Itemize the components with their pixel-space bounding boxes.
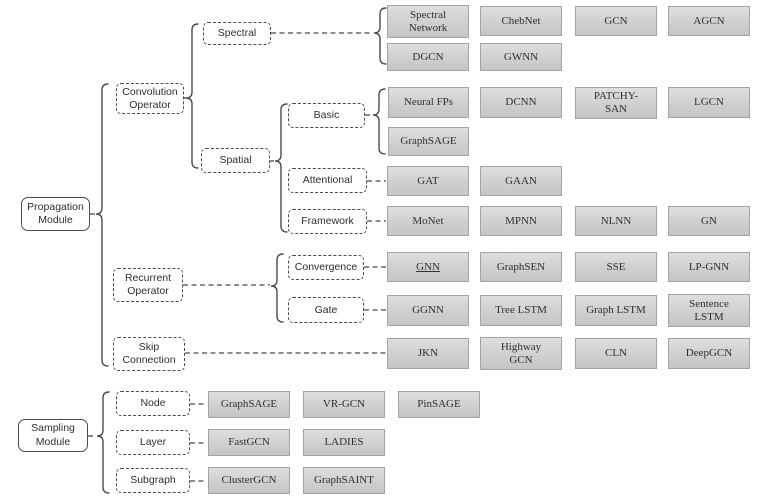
- leaf-tree-lstm: Tree LSTM: [480, 295, 562, 326]
- leaf-ladies: LADIES: [303, 429, 385, 456]
- category-convolution-operator: Convolution Operator: [116, 83, 184, 114]
- leaf-mpnn: MPNN: [480, 206, 562, 236]
- leaf-nlnn: NLNN: [575, 206, 657, 236]
- leaf-cln: CLN: [575, 338, 657, 369]
- leaf-chebnet: ChebNet: [480, 6, 562, 36]
- leaf-patchy-san: PATCHY- SAN: [575, 87, 657, 119]
- leaf-clustergcn: ClusterGCN: [208, 467, 290, 494]
- leaf-vr-gcn: VR-GCN: [303, 391, 385, 418]
- leaf-gn: GN: [668, 206, 750, 236]
- leaf-monet: MoNet: [387, 206, 469, 236]
- leaf-dgcn: DGCN: [387, 43, 469, 71]
- leaf-dcnn: DCNN: [480, 87, 562, 118]
- leaf-pinsage: PinSAGE: [398, 391, 480, 418]
- category-spatial: Spatial: [201, 148, 270, 173]
- convolution-children-brace: [185, 23, 199, 169]
- leaf-sse: SSE: [575, 252, 657, 282]
- leaf-fastgcn: FastGCN: [208, 429, 290, 456]
- category-attentional: Attentional: [288, 168, 367, 193]
- basic-children-brace: [372, 88, 386, 155]
- leaf-gat: GAT: [387, 166, 469, 196]
- category-gate: Gate: [288, 297, 364, 323]
- leaf-lp-gnn: LP-GNN: [668, 252, 750, 282]
- leaf-ggnn: GGNN: [387, 295, 469, 326]
- leaf-jkn: JKN: [387, 338, 469, 369]
- category-node: Node: [116, 391, 190, 416]
- leaf-gcn: GCN: [575, 6, 657, 36]
- category-recurrent-operator: Recurrent Operator: [113, 268, 183, 302]
- category-skip-connection: Skip Connection: [113, 337, 185, 371]
- category-subgraph: Subgraph: [116, 468, 190, 493]
- module-propagation-module: Propagation Module: [21, 197, 90, 231]
- leaf-highway-gcn: Highway GCN: [480, 337, 562, 370]
- category-layer: Layer: [116, 430, 190, 455]
- spatial-children-brace: [274, 103, 288, 233]
- leaf-sentence-lstm: Sentence LSTM: [668, 294, 750, 327]
- category-convergence: Convergence: [288, 255, 364, 280]
- leaf-graph-lstm: Graph LSTM: [575, 295, 657, 326]
- leaf-neural-fps: Neural FPs: [388, 87, 469, 118]
- leaf-graphsage: GraphSAGE: [208, 391, 290, 418]
- category-basic: Basic: [288, 103, 365, 128]
- leaf-graphsaint: GraphSAINT: [303, 467, 385, 494]
- leaf-graphsen: GraphSEN: [480, 252, 562, 282]
- category-framework: Framework: [288, 209, 367, 234]
- leaf-graphsage: GraphSAGE: [388, 127, 469, 156]
- leaf-gwnn: GWNN: [480, 43, 562, 71]
- propagation-children-brace: [95, 83, 109, 367]
- leaf-deepgcn: DeepGCN: [668, 338, 750, 369]
- module-sampling-module: Sampling Module: [18, 419, 88, 452]
- category-spectral: Spectral: [203, 22, 271, 45]
- spectral-children-brace: [373, 7, 387, 65]
- leaf-spectral-network: Spectral Network: [387, 5, 469, 38]
- sampling-children-brace: [96, 391, 110, 494]
- leaf-lgcn: LGCN: [668, 87, 750, 118]
- recurrent-children-brace: [270, 253, 284, 323]
- leaf-agcn: AGCN: [668, 6, 750, 36]
- leaf-gaan: GAAN: [480, 166, 562, 196]
- leaf-gnn: GNN: [387, 252, 469, 282]
